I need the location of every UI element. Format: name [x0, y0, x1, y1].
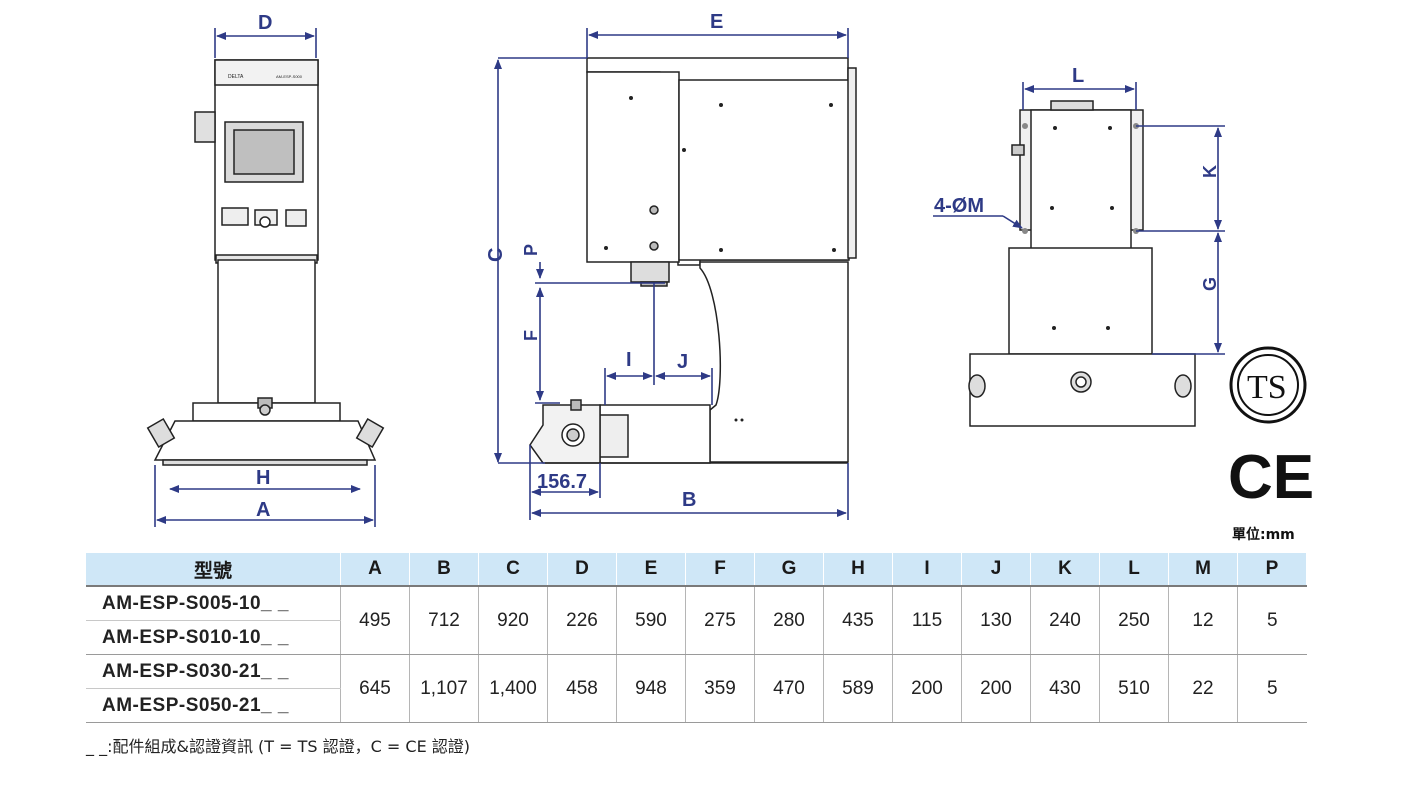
dim-label-c: C: [485, 248, 507, 262]
table-header-col: F: [685, 553, 755, 586]
top-view: [968, 100, 1196, 427]
table-cell: 435: [823, 586, 893, 655]
dim-label-offset: 156.7: [537, 471, 587, 493]
table-header-col: M: [1168, 553, 1238, 586]
dim-label-p: P: [521, 244, 541, 256]
front-view: [146, 59, 385, 466]
table-model-cell: AM-ESP-S005-10_ _: [86, 586, 341, 621]
dimension-lines: [154, 28, 1225, 527]
table-cell: 5: [1237, 654, 1307, 723]
table-cell: 12: [1168, 586, 1238, 655]
table-cell: 275: [685, 586, 755, 655]
table-header-col: K: [1030, 553, 1100, 586]
table-row: AM-ESP-S050-21_ _: [86, 688, 1307, 723]
table-header-col: I: [892, 553, 962, 586]
table-row: AM-ESP-S005-10_ _ 495 712 920 226 590 27…: [86, 586, 1307, 655]
table-cell: 1,107: [409, 654, 479, 723]
dim-label-e: E: [710, 11, 723, 33]
table-cell: 510: [1099, 654, 1169, 723]
table-row: AM-ESP-S030-21_ _ 645 1,107 1,400 458 94…: [86, 654, 1307, 723]
side-view-fasteners: [604, 96, 836, 422]
dim-label-g: G: [1200, 277, 1220, 291]
table-cell: 200: [892, 654, 962, 723]
table-header-col: H: [823, 553, 893, 586]
table-cell: 645: [340, 654, 410, 723]
table-cell: 920: [478, 586, 548, 655]
table-cell: 1,400: [478, 654, 548, 723]
table-cell: 359: [685, 654, 755, 723]
spec-table: 型號 A B C D E F G H I J K L M P AM-ESP-S0…: [86, 553, 1307, 723]
dim-label-hole: 4-ØM: [934, 195, 984, 217]
table-header-col: G: [754, 553, 824, 586]
table-cell: 240: [1030, 586, 1100, 655]
footnote: _ _:配件組成&認證資訊 (T = TS 認證，C = CE 認證): [86, 737, 471, 756]
table-cell: 250: [1099, 586, 1169, 655]
unit-label: 單位:mm: [1232, 527, 1295, 543]
table-cell: 495: [340, 586, 410, 655]
dim-label-h: H: [256, 467, 270, 489]
table-header-col: J: [961, 553, 1031, 586]
technical-drawing: DELTA AM-ESP-S000: [146, 11, 1314, 527]
ts-mark-text: TS: [1247, 369, 1287, 406]
table-model-cell: AM-ESP-S030-21_ _: [86, 654, 341, 689]
table-cell: 200: [961, 654, 1031, 723]
dim-label-d: D: [258, 12, 272, 34]
table-cell: 130: [961, 586, 1031, 655]
table-header-col: L: [1099, 553, 1169, 586]
table-cell: 590: [616, 586, 686, 655]
table-header-col: P: [1237, 553, 1307, 586]
table-cell: 22: [1168, 654, 1238, 723]
dim-label-j: J: [677, 351, 688, 373]
top-view-holes: [1022, 123, 1139, 330]
side-view: [529, 57, 857, 464]
dim-label-k: K: [1200, 165, 1220, 178]
table-cell: 5: [1237, 586, 1307, 655]
dim-label-b: B: [682, 489, 696, 511]
table-header-col: A: [340, 553, 410, 586]
table-cell: 948: [616, 654, 686, 723]
table-header-col: C: [478, 553, 548, 586]
table-cell: 115: [892, 586, 962, 655]
table-cell: 226: [547, 586, 617, 655]
dim-label-i: I: [626, 349, 632, 371]
dim-label-a: A: [256, 499, 270, 521]
table-cell: 280: [754, 586, 824, 655]
dim-label-l: L: [1072, 65, 1084, 87]
table-header-col: E: [616, 553, 686, 586]
ts-mark-icon: TS: [1229, 346, 1307, 424]
front-view-model-plate: AM-ESP-S000: [276, 74, 303, 79]
table-header-col: D: [547, 553, 617, 586]
dim-label-f: F: [521, 330, 541, 341]
table-model-cell: AM-ESP-S050-21_ _: [86, 688, 341, 723]
ce-mark-icon: CE: [1228, 443, 1314, 512]
table-cell: 589: [823, 654, 893, 723]
table-cell: 458: [547, 654, 617, 723]
table-cell: 712: [409, 586, 479, 655]
front-view-brand: DELTA: [228, 74, 244, 80]
table-row: AM-ESP-S010-10_ _: [86, 620, 1307, 655]
table-model-cell: AM-ESP-S010-10_ _: [86, 620, 341, 655]
table-cell: 470: [754, 654, 824, 723]
table-header-row: 型號 A B C D E F G H I J K L M P: [86, 553, 1307, 586]
table-header-model: 型號: [86, 553, 341, 586]
table-cell: 430: [1030, 654, 1100, 723]
table-header-col: B: [409, 553, 479, 586]
